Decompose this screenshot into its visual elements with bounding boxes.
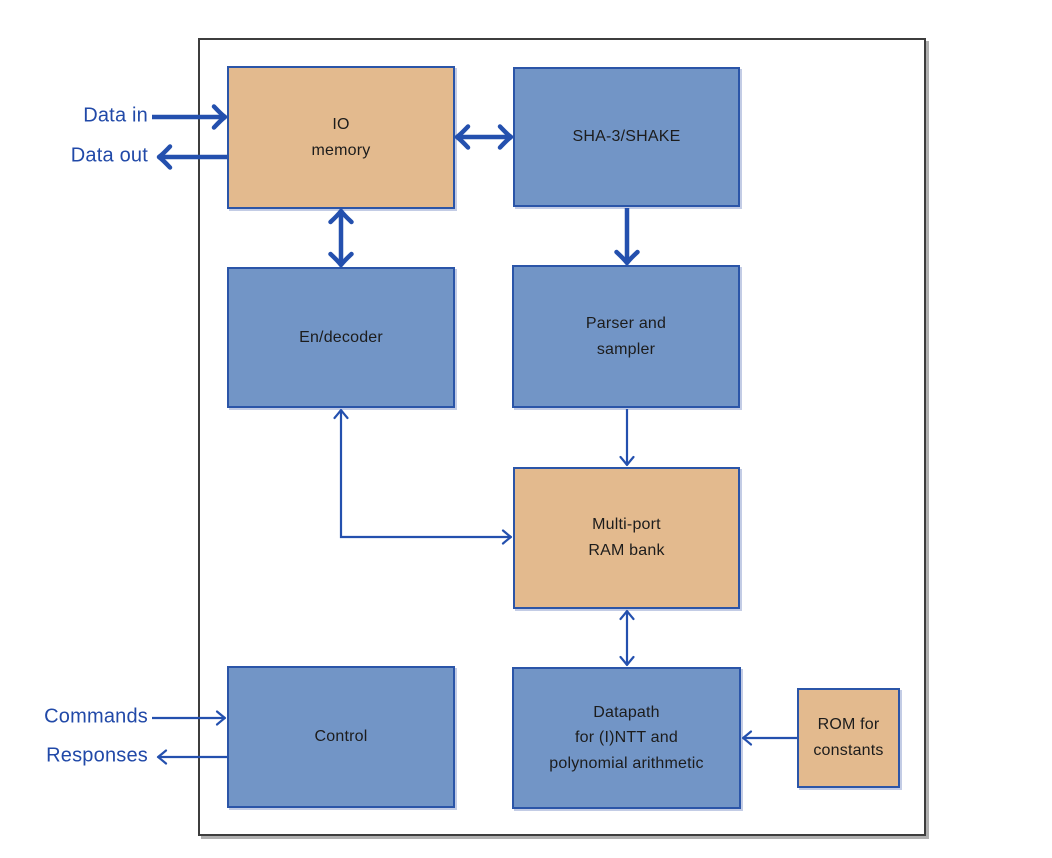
label-commands: Commands: [44, 705, 148, 728]
block-io-memory-label: IO memory: [311, 115, 371, 159]
block-parser-sampler: Parser and sampler: [512, 265, 740, 408]
label-data-in: Data in: [83, 104, 148, 127]
block-en-decoder-label: En/decoder: [299, 328, 383, 346]
block-en-decoder: En/decoder: [227, 267, 455, 408]
block-io-memory: IO memory: [227, 66, 455, 209]
label-data-out: Data out: [70, 144, 148, 167]
block-multiport-ram: Multi-port RAM bank: [513, 467, 740, 609]
block-sha3-shake-label: SHA-3/SHAKE: [572, 128, 681, 146]
block-sha3-shake: SHA-3/SHAKE: [513, 67, 740, 207]
block-rom-constants: ROM for constants: [797, 688, 900, 788]
block-parser-sampler-label: Parser and sampler: [585, 314, 667, 358]
label-responses: Responses: [46, 744, 148, 767]
chip-boundary-frame: [198, 38, 926, 836]
block-multiport-ram-label: Multi-port RAM bank: [588, 516, 665, 559]
block-datapath: Datapath for (I)NTT and polynomial arith…: [512, 667, 741, 809]
block-control: Control: [227, 666, 455, 808]
block-control-label: Control: [314, 728, 368, 746]
block-rom-constants-label: ROM for constants: [813, 716, 884, 759]
block-datapath-label: Datapath for (I)NTT and polynomial arith…: [549, 703, 704, 772]
